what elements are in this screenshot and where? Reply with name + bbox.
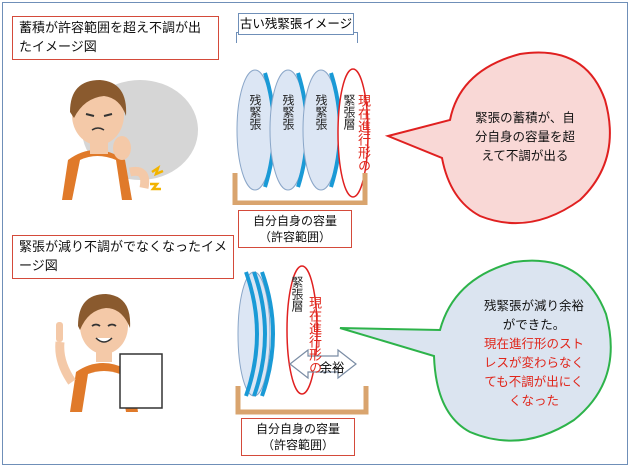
- margin-label: 余裕: [319, 360, 345, 375]
- relaxed-person-illustration: [55, 294, 163, 412]
- top-plate-2: [269, 69, 309, 191]
- top-plate-label-3: 残緊張: [314, 94, 328, 130]
- top-plate-label-1: 残緊張: [248, 94, 262, 130]
- margin-arrow: [289, 348, 357, 380]
- top-current-label: 現在進行形の: [355, 94, 370, 172]
- top-plate-3: [302, 69, 342, 191]
- top-caption: 蓄積が許容範囲を超え不調が出たイメージ図: [12, 16, 219, 60]
- bottom-bubble-text: 残緊張が減り余裕 ができた。 現在進行形のスト レスが変わらなく ても不調が出に…: [483, 298, 584, 408]
- top-capacity-label: 自分自身の容量 （許容範囲）: [238, 210, 352, 248]
- stressed-person-illustration: [62, 80, 198, 200]
- bottom-capacity-bowl: [235, 265, 369, 415]
- top-current-plate: [337, 68, 369, 198]
- bottom-caption: 緊張が減り不調がでなくなったイメージ図: [12, 235, 234, 279]
- top-speech-bubble: [384, 51, 611, 225]
- top-plate-label-2: 残緊張: [281, 94, 295, 130]
- top-bubble-text: 緊張の蓄積が、自 分自身の容量を超 えて不調が出る: [474, 110, 575, 163]
- bottom-capacity-label: 自分自身の容量 （許容範囲）: [241, 418, 355, 456]
- top-current-layer-label: 緊張層: [342, 94, 356, 130]
- bottom-plates-stacked: [237, 271, 275, 397]
- top-plate-1: [236, 69, 276, 191]
- diagram-frame: [2, 2, 628, 465]
- bottom-speech-bubble: [339, 259, 612, 442]
- bottom-current-layer-label: 緊張層: [290, 276, 304, 312]
- old-tension-header: 古い残緊張イメージ: [238, 13, 354, 35]
- top-capacity-bowl: [232, 68, 369, 205]
- bottom-current-label: 現在進行形の: [306, 296, 321, 374]
